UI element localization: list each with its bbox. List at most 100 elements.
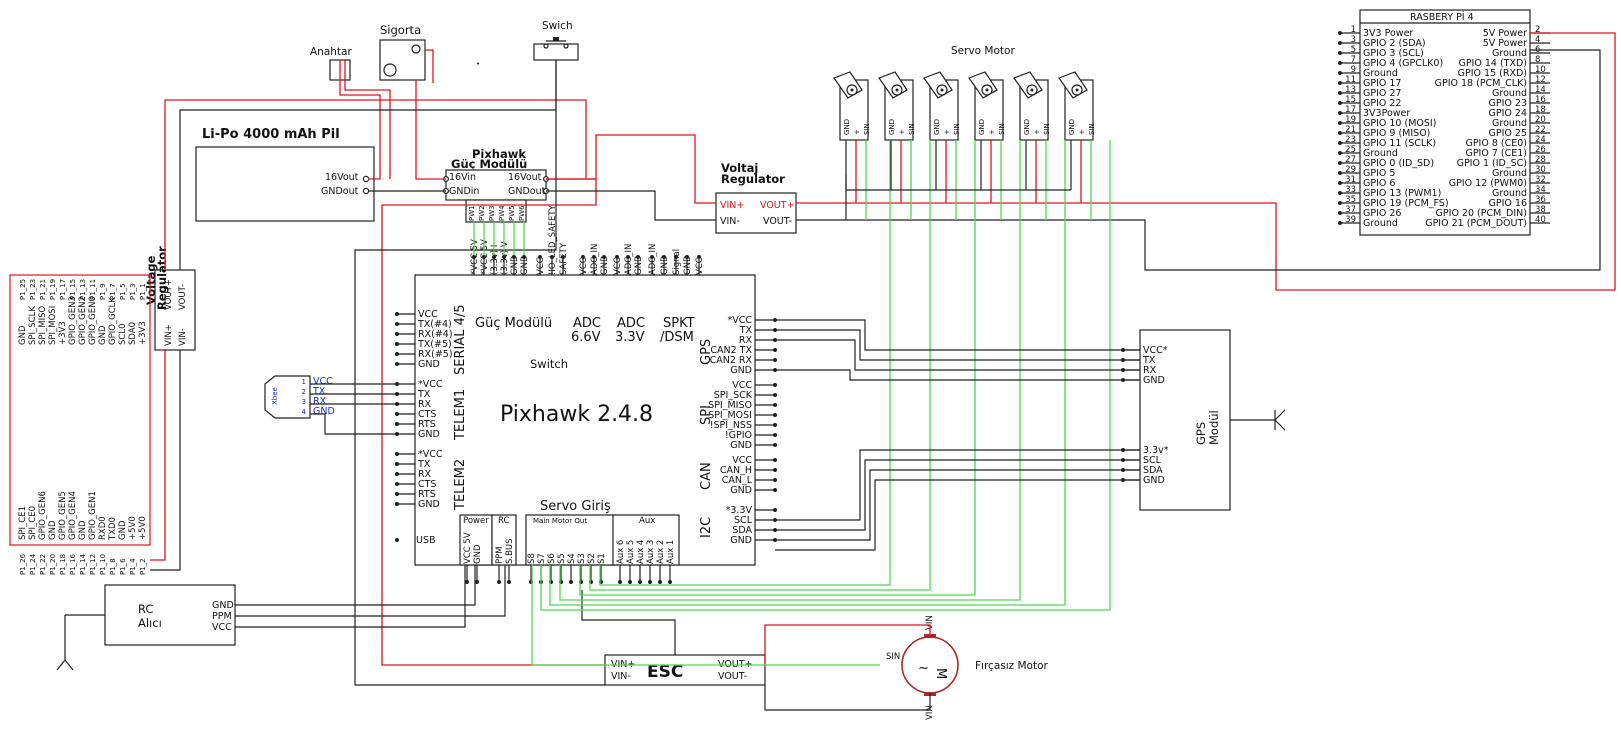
pixhawk-left-pin: TX(#5) [417,339,452,350]
xbee-pin-num: 4 [302,408,307,416]
pixhawk-right-pin: GND [730,365,752,376]
rpi-pin-name: GPIO 14 (TXD) [1458,58,1527,69]
rpi-pin-name: GPIO 20 (PCM_DIN) [1436,208,1527,219]
rpi-pin-name: GPIO 25 [1489,128,1527,139]
gps-modul-2: Modül [1207,410,1221,445]
left-board-pin: P1_1 [139,283,147,300]
pixhawk-right-pin: CAN2 RX [710,355,753,366]
gps-modul-1: GPS [1194,422,1208,445]
servo-pin: + [853,129,861,135]
junction-dot [773,413,777,417]
rpi-pin-name: GPIO 0 (ID_SD) [1363,158,1434,169]
serial45-label: SERIAL 4/5 [453,304,468,375]
left-board-signal: SDA0 [128,322,138,345]
rpi-pin-num: 40 [1535,215,1546,225]
pixhawk-left-pin: CTS [418,479,436,490]
left-board-pin: P1_2 [139,558,147,575]
pixhawk-right-pin: TX [739,325,753,336]
spkt-1: SPKT [663,316,695,331]
gps-module-pin: RX [1143,365,1157,376]
junction-dot [1338,71,1342,75]
junction-dot [1338,101,1342,105]
left-board-signal: GPIO_GCLK [108,297,118,345]
junction-dot [482,255,486,259]
rpi-pin-name: Ground [1492,118,1527,129]
pixhawk-bottom-pin: S1 [597,553,607,564]
gps-module-pin: SCL [1143,455,1162,466]
left-board-pin: P1_4 [129,558,137,575]
pixhawk-left-pin: RX(#5) [418,349,453,360]
lipo-label: Li-Po 4000 mAh Pil [202,127,340,142]
svg-text:~: ~ [918,661,929,676]
rpi-pin-name: GPIO 4 (GPCLK0) [1363,58,1443,69]
rpi-pin-name: 5V Power [1483,38,1527,49]
rpi-pin-name: GPIO 11 (SCLK) [1363,138,1436,149]
junction-dot [773,433,777,437]
rpi-pin-name: GPIO 12 (PWM0) [1449,178,1527,189]
pixhawk-left-pin: *VCC [418,449,443,460]
brushless-motor: M ~ SIN VIN VIN Fırçasız Motor [886,615,1049,720]
left-board-pin: P1_19 [49,279,57,300]
rpi-pin-num: 29 [1345,165,1356,175]
pixhawk-bottom-pin: S.BUS [505,538,515,564]
pixhawk-bottom-pin: S6 [547,553,557,564]
junction-dot [1338,181,1342,185]
rpi-pin-num: 14 [1535,85,1546,95]
gps-module-pin: 3.3v* [1143,445,1169,456]
rpi-pin-num: 1 [1351,25,1356,35]
left-board-pin: P1_7 [109,283,117,300]
junction-dot [1338,51,1342,55]
junction-dot [1338,41,1342,45]
rpi-pin-name: GPIO 1 (ID_SC) [1457,158,1527,169]
servo-pin: + [1078,129,1086,135]
pixhawk-right-pin: SDA [732,525,752,536]
servo-pin: GND [1023,119,1031,135]
junction-dot [538,255,542,259]
rpi-pin-name: GPIO 10 (MOSI) [1363,118,1436,129]
pixhawk-top-pin: ADC_IN [648,244,658,275]
xbee-pin-num: 1 [302,378,306,386]
junction-dot [628,580,632,584]
pm-gndout: GNDout [508,186,546,197]
left-board-signal: SPI_SCLK [28,306,38,345]
pixhawk-top-pin: (3.3v) I [490,245,500,275]
pixhawk-bottom-pin: Aux 1 [666,540,676,564]
esc-vinm: VIN- [611,671,631,682]
pixhawk-bottom-pin: S3 [577,553,587,564]
rc-gnd: GND [212,600,234,611]
rpi-pin-name: GPIO 15 (RXD) [1458,68,1527,79]
junction-dot [507,580,511,584]
junction-dot [1338,171,1342,175]
junction-dot [773,468,777,472]
pixhawk-left-pin: GND [418,359,440,370]
rpi-pin-name: Ground [1492,188,1527,199]
pm-gndin: GNDin [449,186,479,197]
xbee-pin-num: 2 [302,388,306,396]
junction-dot [773,423,777,427]
pixhawk-right-pin: VCC [732,380,752,391]
junction-dot [615,255,619,259]
pixhawk-left-pin: RX [418,399,432,410]
rpi-pin-name: GPIO 8 (CE0) [1465,138,1527,149]
left-board-pin: P1_24 [29,553,37,575]
pixhawk-right-pin: !GPIO [725,430,752,441]
junction-dot [395,502,399,506]
rpi-pin-num: 23 [1345,135,1356,145]
left-board-signal: TXD0 [108,517,118,541]
gps-module-pin: TX [1142,355,1156,366]
swich-switch: Swich [533,20,579,61]
pixhawk-bottom-pin: Aux 2 [656,540,666,564]
svg-text:•: • [476,60,480,68]
junction-dot [550,255,554,259]
left-board-signal: SPI_MOSI [48,306,58,345]
pixhawk-right-pin: GND [730,440,752,451]
xbee-pin-num: 3 [302,398,306,406]
pixhawk-bottom-pin: Aux 3 [646,540,656,564]
junction-dot [638,580,642,584]
left-board-signal: +3V3 [138,321,148,345]
pixhawk-top-pin: GND [634,255,644,275]
xbee-pin-name: GND [313,406,335,417]
rpi-pin-num: 9 [1351,65,1356,75]
left-board-signal: +3V3 [58,321,68,345]
